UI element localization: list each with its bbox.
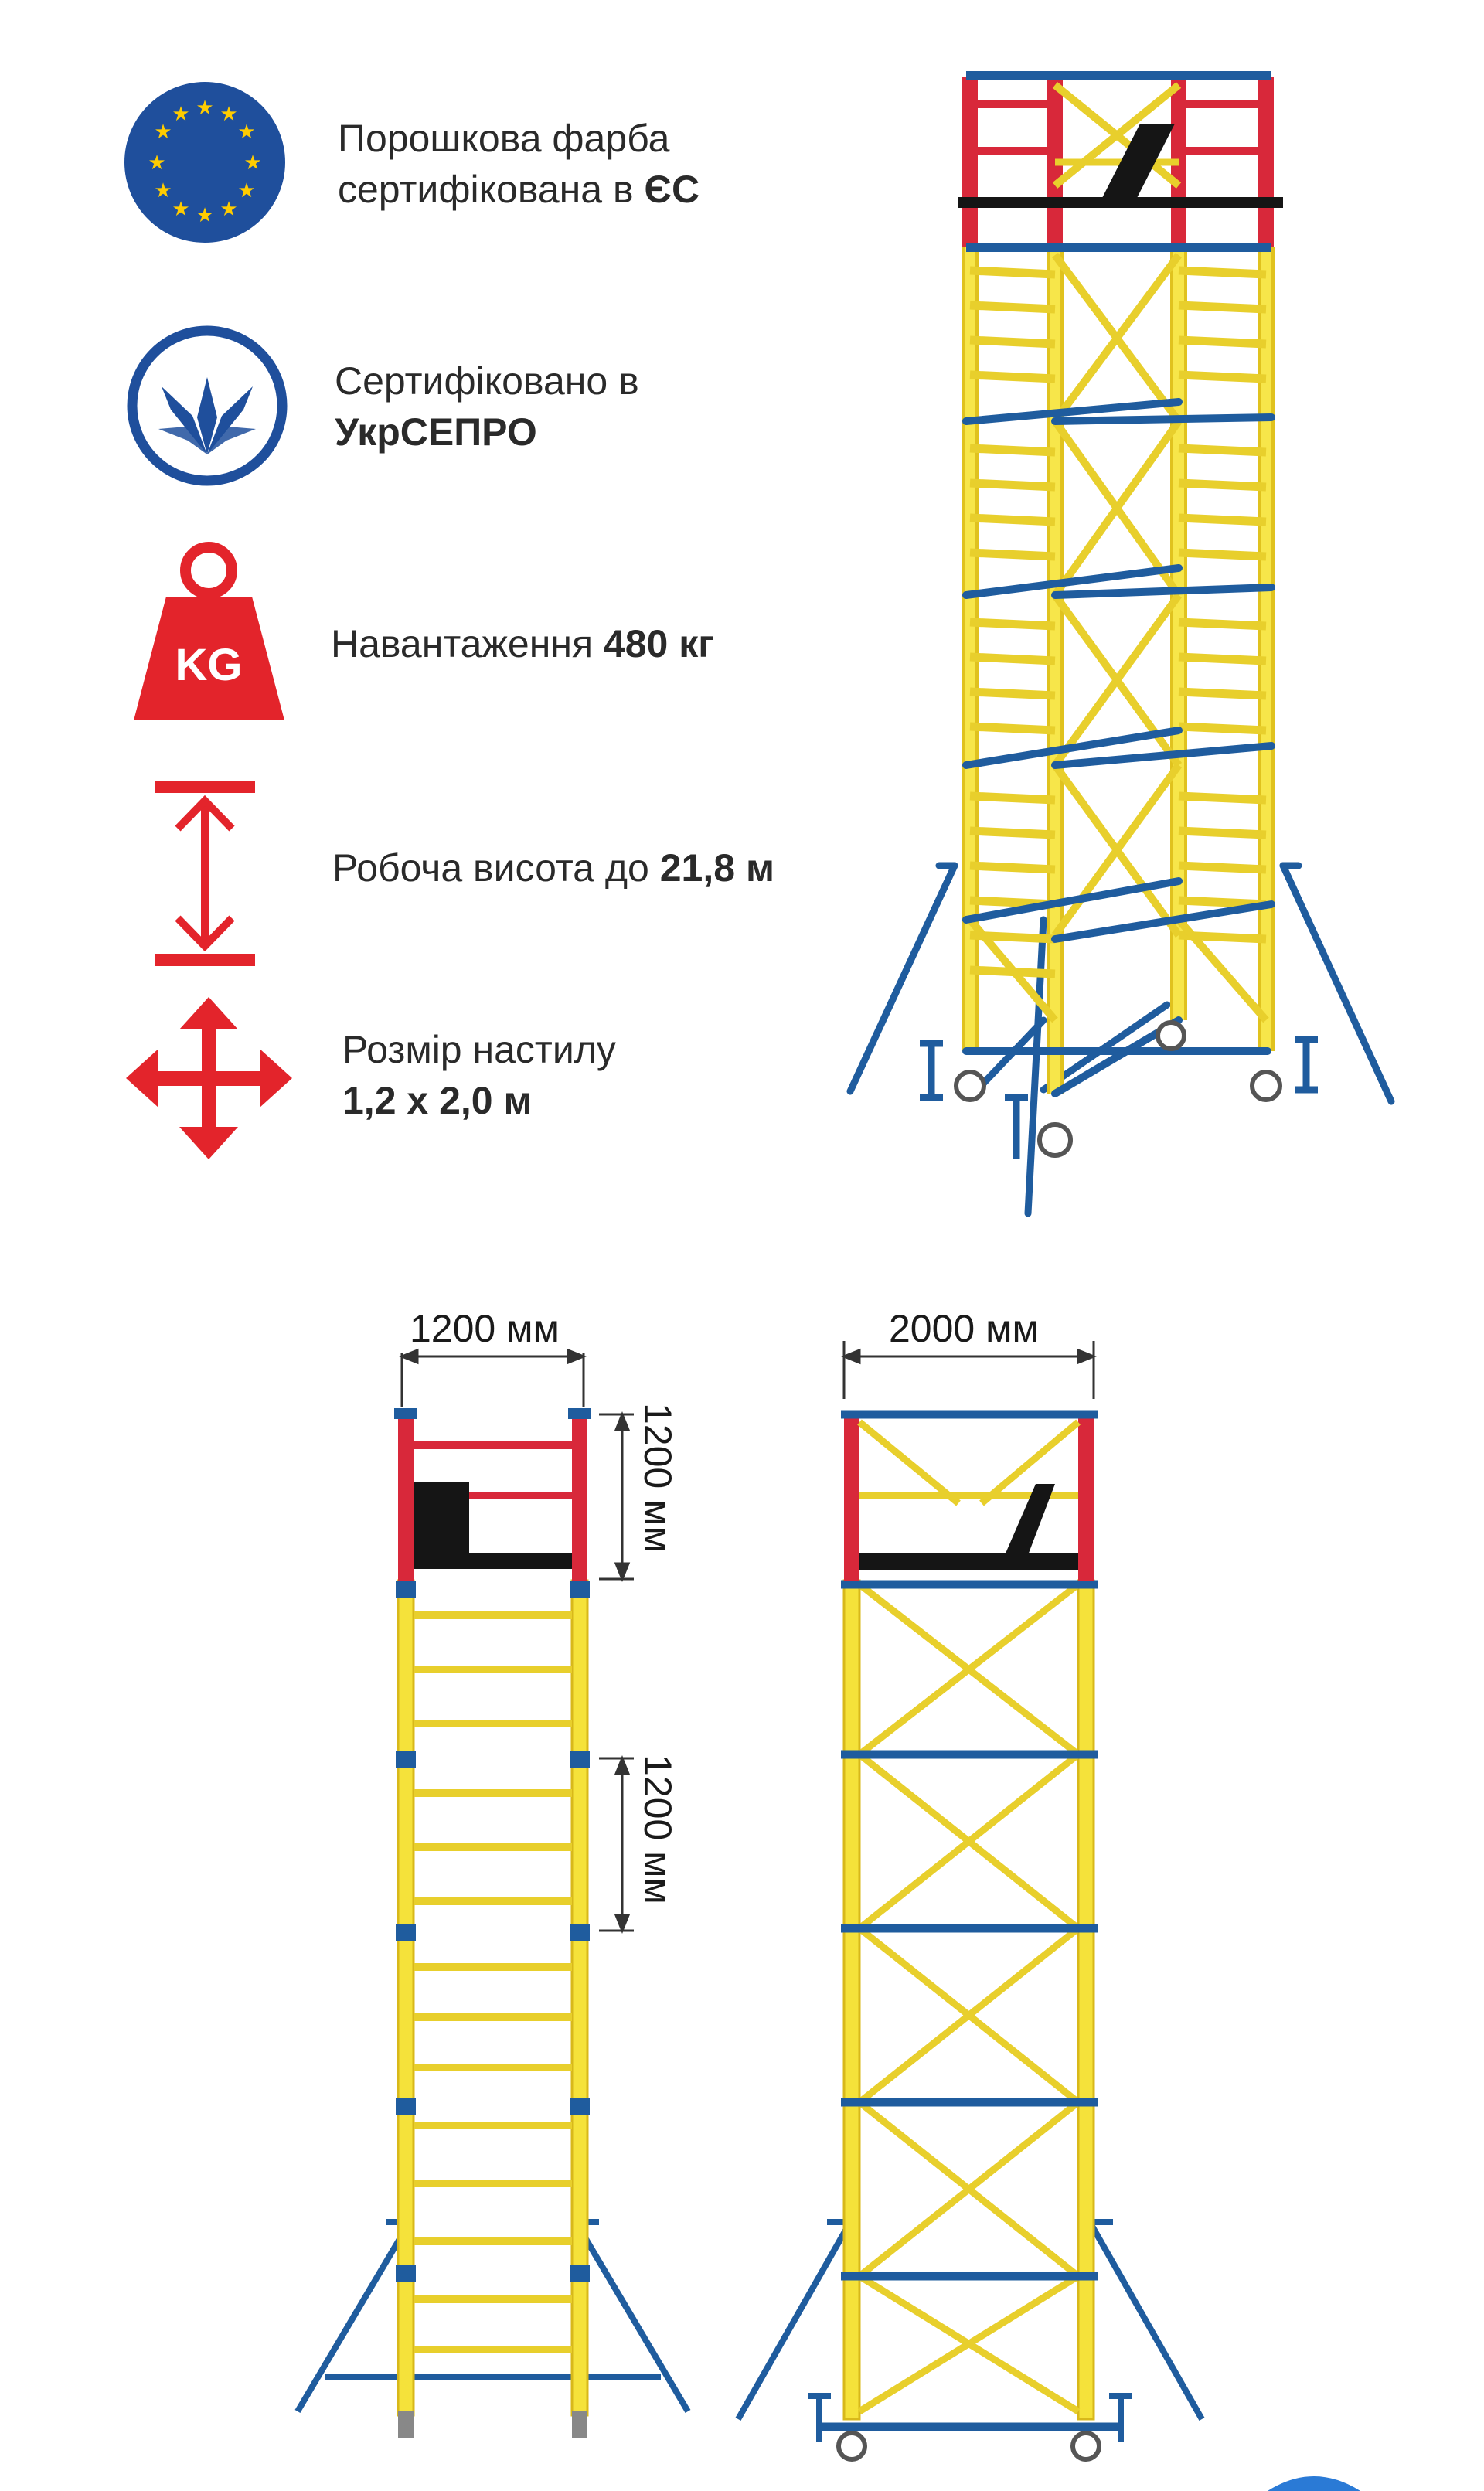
mid-section-height-label: 1200 мм [636, 1754, 679, 1904]
feature-deck-bold: 1,2 х 2,0 м [342, 1079, 533, 1122]
feature-height-bold: 21,8 м [659, 846, 774, 890]
feature-ukrsepro-line1: Сертифіковано в [335, 359, 639, 403]
svg-text:★: ★ [172, 198, 189, 221]
weight-icon: KG [126, 541, 292, 723]
svg-text:★: ★ [220, 103, 237, 126]
ukrsepro-icon [126, 325, 288, 487]
feature-load-text: Навантаження [331, 622, 604, 665]
feature-height: Робоча висота до 21,8 м [332, 842, 774, 893]
feature-ukrsepro-line2: УкрСЕПРО [335, 407, 639, 458]
feature-deck-line1: Розмір настилу [342, 1028, 616, 1071]
svg-text:★: ★ [196, 97, 213, 120]
feature-eu-certified: Порошкова фарба сертифікована в ЄС [338, 113, 699, 215]
feature-ukrsepro: Сертифіковано в УкрСЕПРО [335, 356, 639, 458]
svg-text:★: ★ [148, 151, 165, 175]
feature-eu-line2-text: сертифікована в [338, 168, 645, 211]
svg-text:★: ★ [154, 121, 172, 144]
feature-load-bold: 480 кг [603, 622, 715, 665]
feature-deck-size: Розмір настилу 1,2 х 2,0 м [342, 1024, 616, 1126]
svg-text:★: ★ [237, 121, 255, 144]
feature-eu-line2: сертифікована в ЄС [338, 164, 699, 215]
svg-text:★: ★ [237, 179, 255, 202]
svg-text:★: ★ [243, 151, 261, 175]
svg-text:★: ★ [154, 179, 172, 202]
height-arrow-icon [155, 781, 255, 966]
feature-height-text: Робоча висота до [332, 846, 660, 890]
feature-deck-line2: 1,2 х 2,0 м [342, 1075, 616, 1126]
weight-icon-label: KG [175, 640, 243, 690]
front-width-label: 2000 мм [889, 1307, 1039, 1350]
feature-load: Навантаження 480 кг [331, 618, 714, 669]
side-width-label: 1200 мм [410, 1307, 560, 1350]
feature-ukrsepro-bold: УкрСЕПРО [335, 410, 537, 454]
svg-text:★: ★ [196, 204, 213, 227]
svg-text:★: ★ [220, 198, 237, 221]
move-arrows-icon [126, 997, 292, 1159]
feature-eu-line1: Порошкова фарба [338, 117, 670, 160]
eu-flag-icon: ★ ★ ★ ★ ★ ★ ★ ★ ★ ★ ★ ★ [124, 81, 286, 243]
feature-eu-line2-bold: ЄС [644, 168, 700, 211]
svg-text:★: ★ [172, 103, 189, 126]
top-section-height-label: 1200 мм [636, 1403, 679, 1553]
